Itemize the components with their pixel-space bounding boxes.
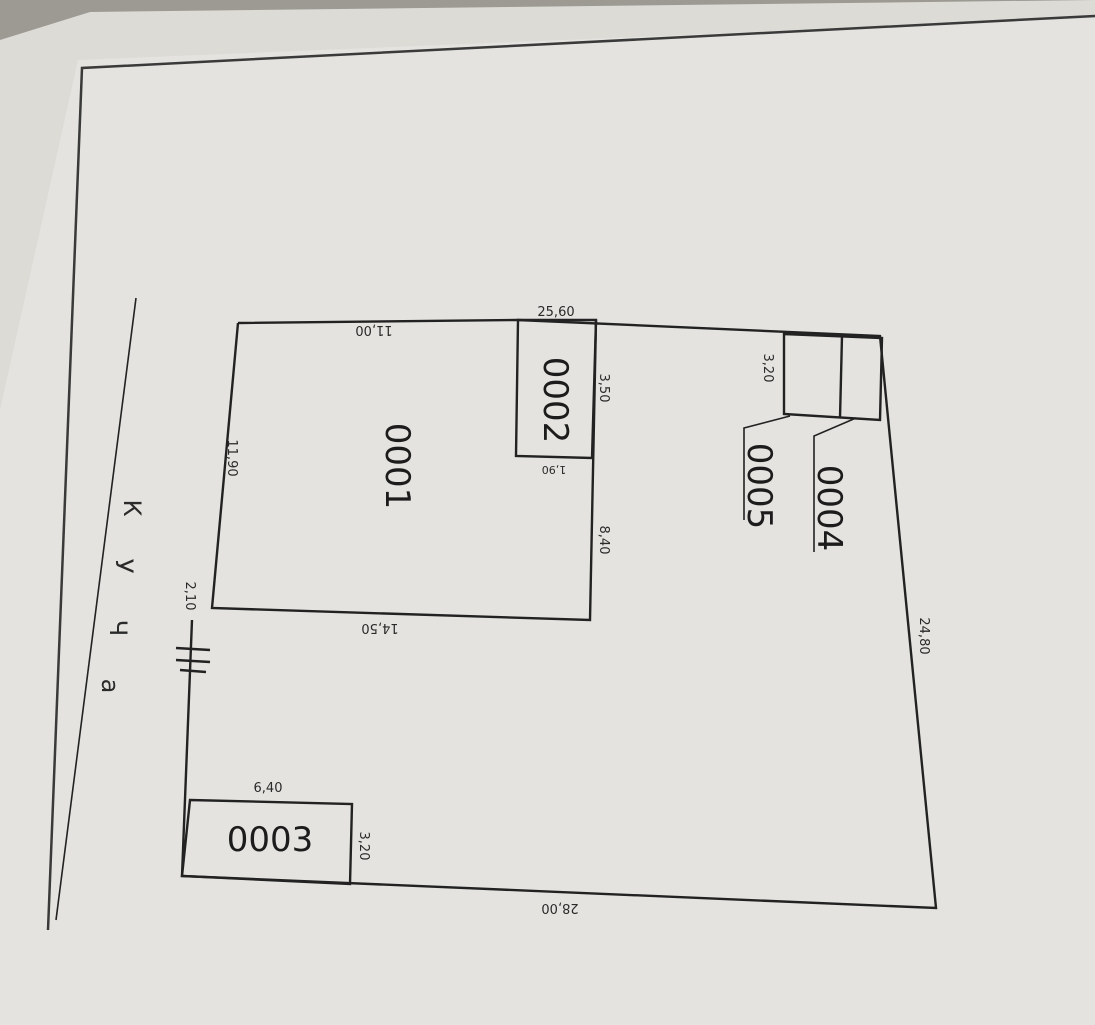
drawing-frame — [46, 14, 1095, 931]
building-0004-0005-divider — [838, 335, 844, 419]
street-line — [55, 297, 137, 921]
dim-11-90: 11,90 — [224, 439, 239, 476]
building-0003 — [180, 798, 354, 886]
dim-6-40: 6,40 — [254, 781, 283, 796]
dim-2-10: 2,10 — [182, 582, 197, 611]
dim-24-80: 24,80 — [916, 617, 931, 654]
street-letter-2: У — [110, 559, 138, 574]
dim-3-20-top: 3,20 — [760, 354, 775, 383]
room-label-0002: 0002 — [535, 357, 575, 444]
plot-outline — [180, 318, 938, 910]
leader-0005 — [743, 415, 791, 520]
dim-11-00: 11,00 — [355, 322, 392, 337]
street-letter-1: К — [118, 499, 146, 516]
room-label-0001: 0001 — [377, 423, 417, 510]
street-letter-3: Ч — [104, 620, 132, 636]
dim-25-60: 25,60 — [537, 305, 574, 320]
dim-1-90: 1,90 — [542, 463, 567, 476]
building-0001 — [210, 319, 598, 622]
paper-sheet — [0, 18, 1095, 1025]
dim-3-20-bottom: 3,20 — [356, 832, 371, 861]
building-0004-0005 — [782, 332, 884, 422]
dim-14-50: 14,50 — [361, 620, 398, 635]
building-0002 — [514, 318, 598, 460]
leader-0004 — [813, 417, 857, 552]
dim-28-00: 28,00 — [541, 900, 578, 915]
room-label-0005: 0005 — [739, 443, 779, 530]
gate-bar-2 — [175, 658, 211, 664]
dim-8-40: 8,40 — [596, 526, 611, 555]
gate-bar-1 — [175, 646, 211, 652]
street-letter-4: а — [96, 679, 124, 694]
room-label-0003: 0003 — [227, 820, 314, 860]
gate-bar-3 — [179, 668, 207, 674]
room-label-0004: 0004 — [809, 465, 849, 552]
dim-3-50: 3,50 — [596, 374, 611, 403]
